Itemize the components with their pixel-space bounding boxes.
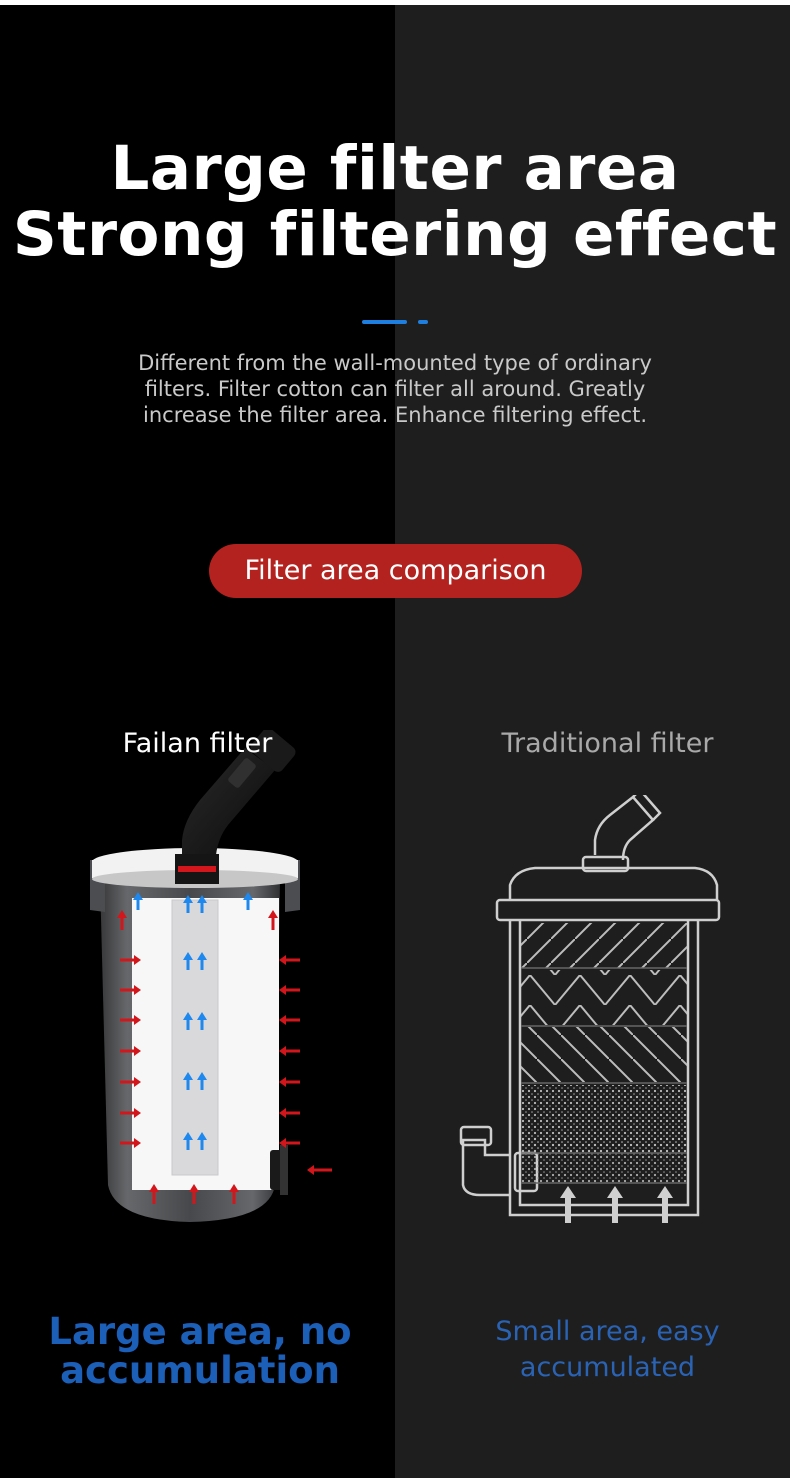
page-title: Large filter area Strong filtering effec… — [0, 136, 790, 268]
red-arrow-icon — [120, 1046, 141, 1056]
outlet-pipe — [175, 730, 296, 884]
blue-arrow-icon — [133, 892, 143, 910]
traditional-caption-line-1: Small area, easy — [495, 1316, 720, 1347]
red-arrow-icon — [279, 1077, 300, 1087]
failan-caption-line-1: Large area, no — [48, 1310, 352, 1353]
blue-arrow-icon — [197, 1072, 207, 1090]
media-layer-2 — [521, 970, 687, 1025]
red-arrow-icon — [120, 1138, 141, 1148]
failan-caption-line-2: accumulation — [60, 1349, 340, 1392]
title-line-2: Strong filtering effect — [12, 199, 778, 270]
red-arrow-icon — [117, 910, 127, 930]
traditional-caption-line-2: accumulated — [519, 1352, 696, 1383]
accent-dash-short — [418, 320, 428, 324]
traditional-filter-diagram — [459, 795, 721, 1223]
red-arrow-icon — [279, 955, 300, 965]
description-line-1: Different from the wall-mounted type of … — [138, 351, 652, 375]
red-arrow-icon — [279, 1108, 300, 1118]
failan-caption: Large area, no accumulation — [40, 1312, 360, 1390]
red-arrow-icon — [120, 1015, 141, 1025]
blue-flow-arrows — [133, 892, 253, 1150]
inlet-arrow-icon — [307, 1165, 332, 1175]
blue-arrow-icon — [197, 952, 207, 970]
red-arrow-icon — [120, 955, 141, 965]
media-layer-5 — [521, 1135, 687, 1183]
blue-arrow-icon — [183, 1012, 193, 1030]
blue-arrow-icon — [183, 952, 193, 970]
red-arrow-icon — [120, 1108, 141, 1118]
description-line-3: increase the filter area. Enhance filter… — [143, 403, 647, 427]
red-arrow-icon — [279, 1046, 300, 1056]
blue-arrow-icon — [197, 1012, 207, 1030]
description-line-2: filters. Filter cotton can filter all ar… — [144, 377, 646, 401]
traditional-caption: Small area, easy accumulated — [455, 1314, 760, 1386]
traditional-filter-label: Traditional filter — [501, 728, 714, 759]
center-tube — [172, 900, 218, 1175]
top-border-line — [0, 0, 790, 5]
gray-arrow-icon — [607, 1186, 623, 1223]
canister-filter-illustration — [90, 730, 332, 1222]
description-text: Different from the wall-mounted type of … — [95, 350, 695, 428]
blue-arrow-icon — [183, 895, 193, 913]
title-line-1: Large filter area — [110, 133, 680, 204]
red-arrow-icon — [120, 985, 141, 995]
blue-arrow-icon — [183, 1132, 193, 1150]
red-arrow-icon — [279, 1015, 300, 1025]
red-arrow-icon — [189, 1184, 199, 1204]
red-arrow-icon — [279, 1138, 300, 1148]
blue-arrow-icon — [183, 1072, 193, 1090]
red-arrow-icon — [268, 910, 278, 930]
failan-filter-label: Failan filter — [122, 728, 273, 759]
red-flow-arrows — [117, 910, 332, 1204]
media-layer-1 — [521, 923, 687, 968]
left-panel-background — [0, 0, 395, 1478]
blue-arrow-icon — [197, 1132, 207, 1150]
gray-flow-arrows — [560, 1186, 673, 1223]
gray-arrow-icon — [560, 1186, 576, 1223]
accent-dash-long — [362, 320, 407, 324]
blue-arrow-icon — [197, 895, 207, 913]
inlet-port — [270, 1145, 288, 1195]
red-arrow-icon — [279, 985, 300, 995]
red-arrow-icon — [149, 1184, 159, 1204]
blue-arrow-icon — [243, 892, 253, 910]
media-layer-3 — [521, 1027, 687, 1082]
comparison-badge: Filter area comparison — [209, 544, 582, 598]
red-arrow-icon — [229, 1184, 239, 1204]
gray-arrow-icon — [657, 1186, 673, 1223]
right-panel-background — [395, 0, 790, 1478]
red-arrow-icon — [120, 1077, 141, 1087]
